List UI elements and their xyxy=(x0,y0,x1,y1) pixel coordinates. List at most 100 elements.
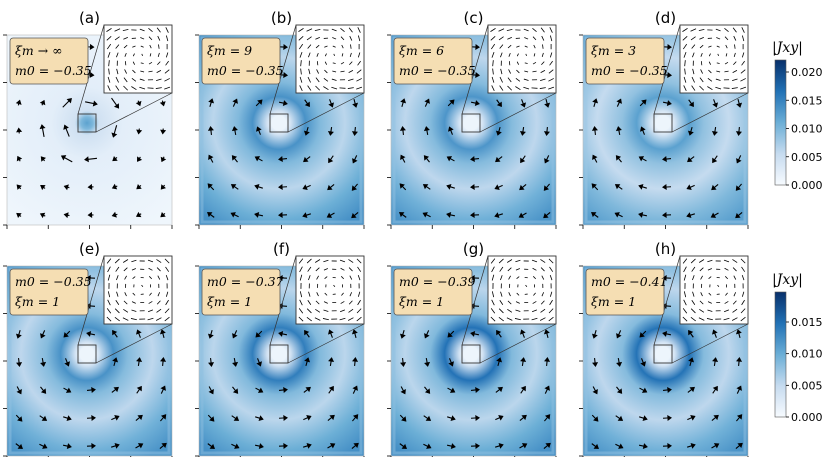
inset-arrow xyxy=(541,52,544,57)
inset-arrow xyxy=(115,85,120,91)
inset-arrow xyxy=(114,36,120,41)
arrow-head xyxy=(89,71,95,78)
inset-arrow xyxy=(523,28,529,32)
inset-arrow xyxy=(115,76,119,83)
arrow-head xyxy=(519,130,526,136)
arrow-head xyxy=(352,102,359,108)
inset-arrow xyxy=(148,301,153,304)
inset-arrow xyxy=(499,266,504,272)
arrow-head xyxy=(711,130,718,136)
inset-arrow xyxy=(157,52,160,57)
inset-arrow xyxy=(515,77,521,82)
inset-arrow xyxy=(548,316,554,322)
inset-arrow xyxy=(698,317,705,321)
inset-arrow xyxy=(348,27,353,33)
inset-arrow xyxy=(114,258,120,264)
inset-arrow xyxy=(499,85,504,91)
arrow-head xyxy=(666,100,672,107)
inset-arrow xyxy=(491,291,495,298)
inset-arrow xyxy=(116,291,119,297)
inset-arrow xyxy=(733,292,737,297)
arrow-head xyxy=(352,158,358,164)
inset-arrow xyxy=(315,267,320,272)
inset-arrow xyxy=(725,292,728,296)
arrow-head xyxy=(615,126,622,132)
arrow-head xyxy=(642,415,648,422)
inset-arrow xyxy=(340,301,345,304)
arrow-head xyxy=(616,361,623,367)
inset-arrow xyxy=(492,68,494,75)
arrow-head xyxy=(640,126,646,132)
inset-arrow xyxy=(357,60,361,66)
arrow-head xyxy=(87,211,93,218)
inset-arrow xyxy=(707,309,713,312)
inset-arrow xyxy=(164,258,170,264)
inset-arrow xyxy=(540,308,546,313)
inset-arrow xyxy=(124,52,127,57)
inset-arrow xyxy=(724,301,729,304)
arrow-head xyxy=(283,386,288,393)
arrow-head xyxy=(208,362,215,367)
inset-arrow xyxy=(683,274,687,281)
inset-arrow xyxy=(114,308,120,314)
inset-arrow xyxy=(298,316,304,322)
inset-arrow xyxy=(732,27,737,33)
inset-arrow xyxy=(741,274,745,281)
inset-arrow xyxy=(523,86,530,90)
inset-arrow xyxy=(514,318,521,321)
inset-arrow xyxy=(324,45,328,48)
arrow-head xyxy=(448,126,454,132)
arrow-head xyxy=(233,415,240,421)
arrow-head xyxy=(351,212,357,219)
arrow-head xyxy=(160,211,166,218)
inset-arrow xyxy=(331,78,337,81)
arrow-head xyxy=(232,361,239,367)
inset-arrow xyxy=(316,275,319,280)
arrow-head xyxy=(712,385,718,392)
inset-arrows xyxy=(298,258,362,322)
colorbar-tick-label: 0.015 xyxy=(791,94,823,107)
arrow-head xyxy=(258,415,264,422)
connector-line xyxy=(671,323,749,364)
arrow-head xyxy=(283,414,288,421)
info-box xyxy=(201,37,281,85)
inset-arrow xyxy=(148,70,153,73)
arrow-head xyxy=(688,357,695,363)
inset-arrow xyxy=(540,259,546,263)
edge-glow xyxy=(392,267,555,455)
arrow-head xyxy=(17,443,24,449)
arrow-head xyxy=(304,101,310,108)
arrow-head xyxy=(592,98,599,104)
inset-arrow xyxy=(298,35,304,41)
inset-arrow xyxy=(149,292,152,296)
inset-arrow xyxy=(131,309,137,312)
colorbar-tick-label: 0.005 xyxy=(791,379,823,392)
inset-arrow xyxy=(549,35,553,42)
inset-arrow xyxy=(115,299,120,306)
arrow-head xyxy=(257,387,264,393)
inset-arrow xyxy=(741,266,746,272)
arrow-head xyxy=(254,156,261,162)
inset-arrow xyxy=(141,53,143,57)
inset-arrow xyxy=(139,86,146,90)
arrow-head xyxy=(327,130,334,136)
inset-arrow xyxy=(323,301,328,304)
arrow-head xyxy=(230,212,236,218)
arrow-head xyxy=(352,414,359,420)
inset-arrow xyxy=(300,68,302,75)
inset-arrow xyxy=(356,258,362,264)
zoom-box xyxy=(269,344,289,364)
colorbar-title: |Jxy| xyxy=(772,272,803,288)
inset-arrow xyxy=(131,301,136,304)
arrow-head xyxy=(400,362,407,367)
inset-arrow xyxy=(123,36,128,40)
inset-arrow xyxy=(515,259,521,263)
arrow-head xyxy=(618,443,624,449)
inset-arrow xyxy=(548,258,554,264)
inset-arrow xyxy=(740,316,746,322)
arrow-head xyxy=(399,183,405,189)
inset-arrow xyxy=(114,316,120,322)
arrow-head xyxy=(591,333,598,339)
connector-line xyxy=(479,323,557,364)
inset-arrow xyxy=(323,77,329,82)
